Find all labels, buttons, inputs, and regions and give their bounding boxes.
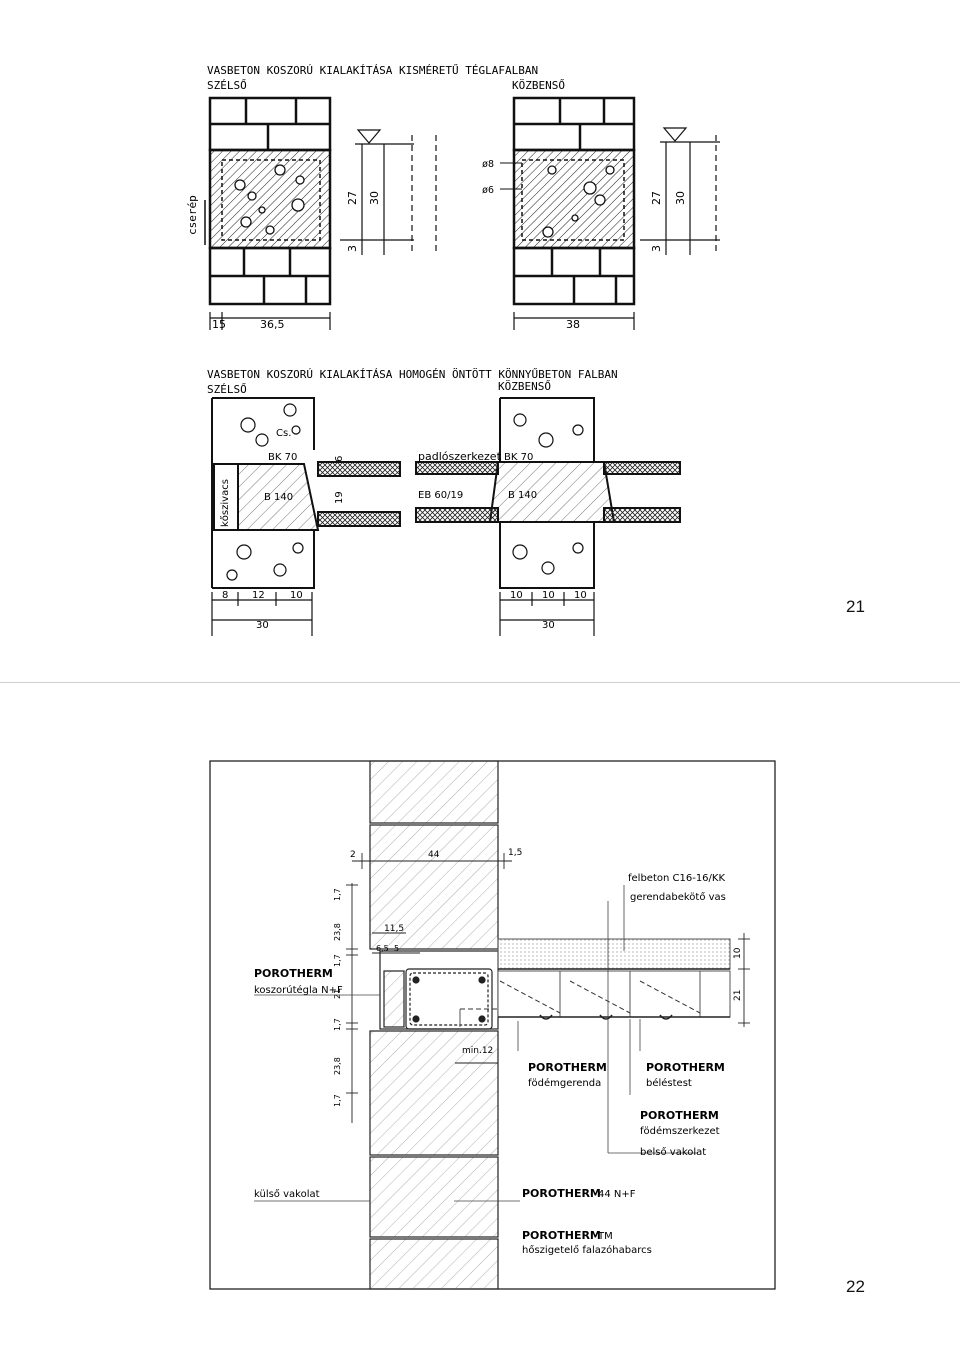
left-cs-label: Cs. <box>276 428 291 439</box>
right-dim-38: 38 <box>566 318 580 331</box>
padloszerkezet-label: padlószerkezet <box>418 450 502 463</box>
left-concrete-wall <box>211 397 401 589</box>
fodemszerkezet-label: födémszerkezet <box>640 1125 720 1137</box>
bottom-title: VASBETON KOSZORÚ KIALAKÍTÁSA HOMOGÉN ÖNT… <box>207 367 618 381</box>
aggregate-left <box>234 164 305 235</box>
dim-top-2: 2 <box>350 850 356 860</box>
leader-lines <box>254 885 698 1202</box>
rdim-30: 30 <box>542 620 555 631</box>
dim-v1: 1,7 <box>333 888 342 901</box>
kulso-vakolat-label: külső vakolat <box>254 1188 320 1200</box>
wall-type-label: 44 N+F <box>598 1189 636 1200</box>
page-number-21: 21 <box>846 597 865 616</box>
rdim-10c: 10 <box>574 590 587 601</box>
aggregate-right <box>542 165 615 238</box>
brand-beles: POROTHERM <box>646 1061 725 1074</box>
top-right-label: KÖZBENSŐ <box>512 78 565 92</box>
left-dim-3: 3 <box>346 245 359 252</box>
ring-beam-drawing-1: VASBETON KOSZORÚ KIALAKÍTÁSA KISMÉRETŰ T… <box>186 63 720 636</box>
left-h19: 19 <box>334 491 345 504</box>
hoszigetelo-label: hőszigetelő falazóhabarcs <box>522 1244 652 1256</box>
top-title: VASBETON KOSZORÚ KIALAKÍTÁSA KISMÉRETŰ T… <box>207 63 538 77</box>
dim-v5: 1,7 <box>333 1018 342 1031</box>
brand-koszoru: POROTHERM <box>254 967 333 980</box>
left-dim-365: 36,5 <box>260 318 285 331</box>
left-bk70: BK 70 <box>268 452 297 463</box>
right-dim-27: 27 <box>650 191 663 205</box>
bottom-right-dims <box>499 592 595 636</box>
left-brick-wall <box>208 96 332 306</box>
rebar-cage-left <box>221 159 321 241</box>
koszivacs-label: kőszivacs <box>219 479 231 527</box>
dim-v4: 21 <box>333 989 342 999</box>
felbeton-label: felbeton C16-16/KK <box>628 873 725 884</box>
rebar-phi8: ø8 <box>482 159 494 170</box>
right-dim-30: 30 <box>674 191 687 205</box>
dim-10: 10 <box>290 590 303 601</box>
gerendabekoto-label: gerendabekötő vas <box>630 891 726 903</box>
rdim-10b: 10 <box>542 590 555 601</box>
right-concrete-wall <box>415 397 681 589</box>
dim-v7: 1,7 <box>333 1094 342 1107</box>
dim-h1: 11,5 <box>384 924 404 934</box>
left-dim-15: 15 <box>212 318 226 331</box>
dimension-lines <box>346 853 750 1123</box>
dim-r2: 21 <box>733 990 743 1001</box>
fodemgerenda-label: födémgerenda <box>528 1077 601 1089</box>
left-b140: B 140 <box>264 492 293 503</box>
dim-h2: 6,5 <box>376 944 389 953</box>
aggregate-bottom-left <box>226 403 304 581</box>
dim-v3: 1,7 <box>333 954 342 967</box>
left-dim-30: 30 <box>368 191 381 205</box>
dim-top-15: 1,5 <box>508 848 522 858</box>
brand-wall: POROTHERM <box>522 1187 601 1200</box>
brand-fodemgerenda: POROTHERM <box>528 1061 607 1074</box>
porotherm-ring-beam-drawing: 2 44 1,5 1,7 23,8 1,7 21 1,7 23,8 1,7 11… <box>209 760 776 1290</box>
right-b140: B 140 <box>508 490 537 501</box>
left-dim-27: 27 <box>346 191 359 205</box>
dim-v2: 23,8 <box>333 923 342 941</box>
bottom-left-dims <box>211 592 313 636</box>
tm-label: TM <box>597 1231 613 1242</box>
rebar-cage-right <box>521 159 625 241</box>
slide-21: VASBETON KOSZORÚ KIALAKÍTÁSA KISMÉRETŰ T… <box>0 0 960 683</box>
right-dimension-lines <box>513 127 720 330</box>
right-dim-3: 3 <box>650 245 663 252</box>
belso-vakolat-label: belső vakolat <box>640 1146 706 1158</box>
bottom-right-label: KÖZBENSŐ <box>498 379 551 393</box>
dim-top-44: 44 <box>428 850 440 860</box>
right-brick-wall <box>512 96 636 306</box>
dim-min12: min.12 <box>462 1046 493 1056</box>
right-bk70: BK 70 <box>504 452 533 463</box>
left-h6: 6 <box>334 456 345 462</box>
page-number-22: 22 <box>846 1277 865 1296</box>
eb-label: EB 60/19 <box>418 490 463 501</box>
brand-fodemszerk: POROTHERM <box>640 1109 719 1122</box>
dim-v6: 23,8 <box>333 1057 342 1075</box>
floor-structure <box>459 938 731 1027</box>
aggregate-bottom-right <box>512 413 584 575</box>
koszorutegla-label: koszorútégla N+F <box>254 984 343 996</box>
dim-12: 12 <box>252 590 265 601</box>
dim-30-left: 30 <box>256 620 269 631</box>
rebar-phi6: ø6 <box>482 185 494 196</box>
dim-r1: 10 <box>733 947 743 959</box>
rdim-10a: 10 <box>510 590 523 601</box>
top-left-label: SZÉLSŐ <box>207 78 247 92</box>
ring-beam <box>379 950 499 1030</box>
left-dimension-lines <box>209 129 414 330</box>
bottom-left-label: SZÉLSŐ <box>207 382 247 396</box>
cserep-label: cserép <box>186 195 199 235</box>
dim-h3: 5 <box>394 944 399 953</box>
porotherm-wall <box>369 760 499 1290</box>
slide-22: 2 44 1,5 1,7 23,8 1,7 21 1,7 23,8 1,7 11… <box>0 683 960 1367</box>
dim-8: 8 <box>222 590 228 601</box>
brand-tm: POROTHERM <box>522 1229 601 1242</box>
belestest-label: béléstest <box>646 1077 692 1089</box>
